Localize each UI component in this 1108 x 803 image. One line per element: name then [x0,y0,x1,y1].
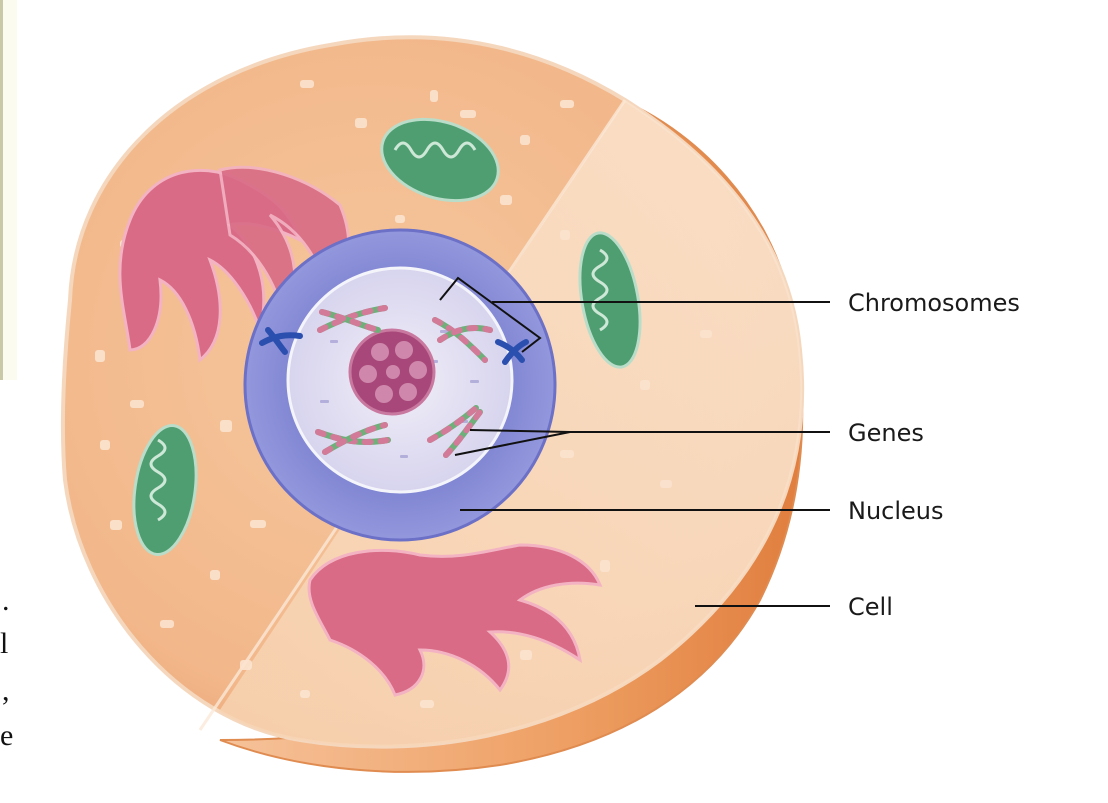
margin-fragment-1: . [2,584,10,617]
leader-lines [439,276,830,607]
nucleolus [348,328,436,416]
golgi-apparatus-top [118,165,351,363]
margin-tint [3,0,17,380]
margin-rule [0,0,3,380]
mitochondrion-left [132,423,198,557]
mitochondria [132,117,642,557]
label-cell: Cell [848,593,893,621]
label-nucleus: Nucleus [848,497,944,525]
margin-fragment-4: e [0,719,13,752]
margin-fragment-2: l [0,627,8,660]
margin-fragment-3: , [2,674,10,707]
mitochondrion-right [578,231,642,369]
nucleus [243,228,557,542]
mitochondrion-top [380,117,500,203]
chromosomes [259,305,529,458]
label-genes: Genes [848,419,924,447]
label-chromosomes: Chromosomes [848,289,1020,317]
chromosomes-leader [439,276,542,353]
golgi-apparatus-bottom [307,543,603,697]
